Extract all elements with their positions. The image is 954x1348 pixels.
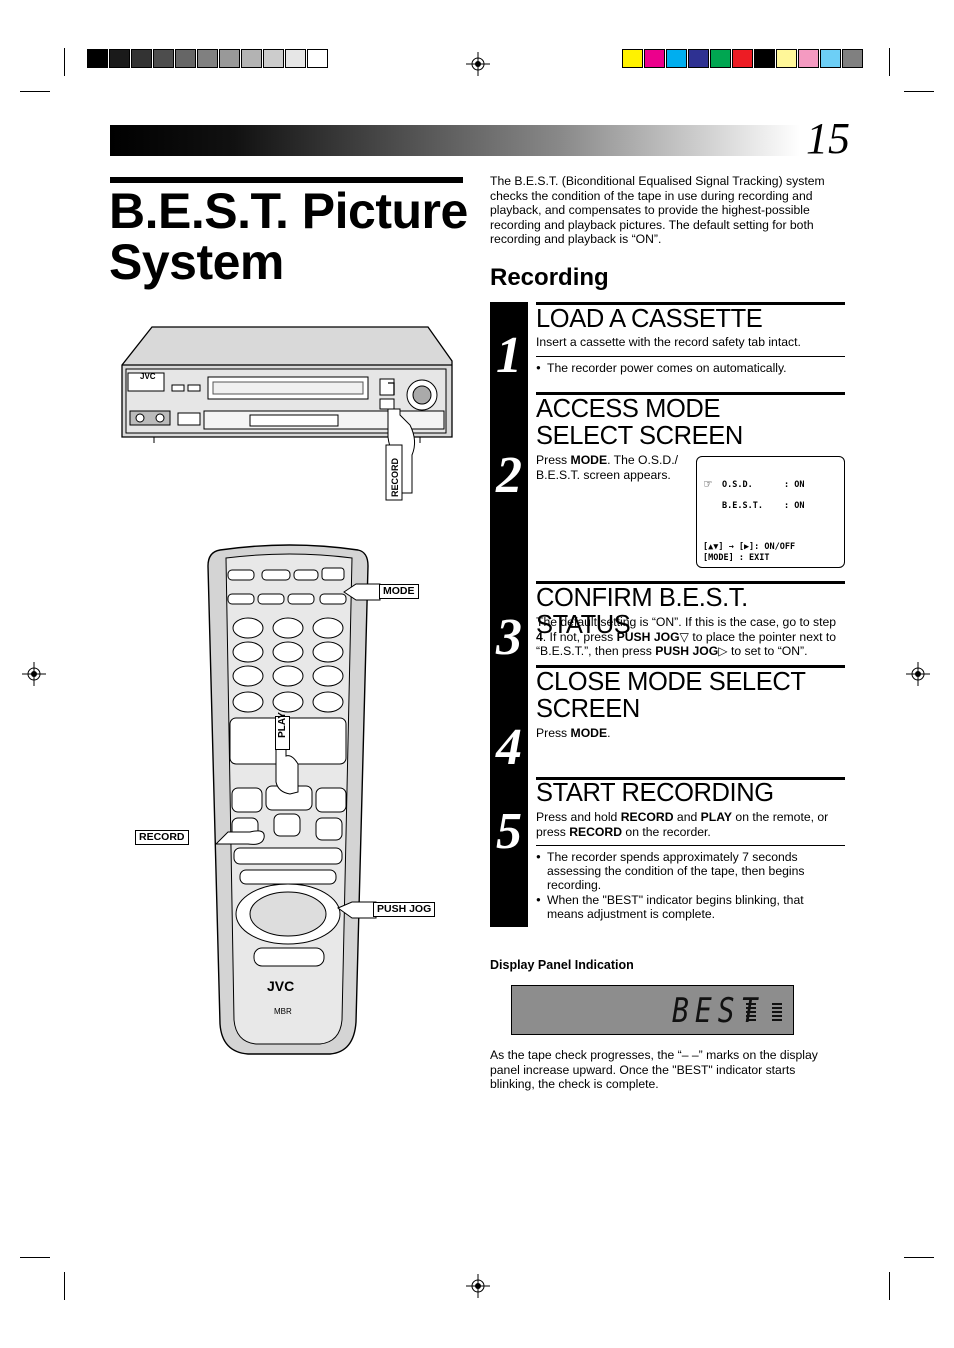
step-number: 1 xyxy=(496,327,522,384)
calibration-swatch xyxy=(87,49,108,68)
display-panel: BEST xyxy=(511,985,794,1035)
calibration-swatch xyxy=(153,49,174,68)
display-panel-label: Display Panel Indication xyxy=(490,958,634,972)
calibration-swatch xyxy=(307,49,328,68)
calibration-swatch xyxy=(732,49,753,68)
step-rule xyxy=(536,581,845,584)
crop-mark xyxy=(889,1272,890,1300)
calibration-swatch xyxy=(285,49,306,68)
remote-jvc-logo: JVC xyxy=(267,978,294,994)
step-title: START RECORDING xyxy=(536,779,774,807)
calibration-swatch xyxy=(666,49,687,68)
step-title: CLOSE MODE SELECT SCREEN xyxy=(536,668,806,723)
crop-mark xyxy=(64,1272,65,1300)
push-jog-callout: PUSH JOG xyxy=(373,902,436,917)
step-number: 4 xyxy=(496,719,522,776)
step-title: LOAD A CASSETTE xyxy=(536,305,763,333)
vcr-record-callout: RECORD xyxy=(390,457,400,497)
step-divider xyxy=(536,845,845,846)
crop-mark xyxy=(889,48,890,76)
step-bullet: When the "BEST" indicator begins blinkin… xyxy=(536,893,836,921)
step-number: 5 xyxy=(496,803,522,860)
play-callout: PLAY xyxy=(275,712,290,750)
jvc-logo: JVC xyxy=(140,372,156,381)
calibration-swatch xyxy=(197,49,218,68)
display-best-text: BEST xyxy=(672,990,764,1031)
step-body: Press and hold RECORD and PLAY on the re… xyxy=(536,810,829,839)
calibration-swatch xyxy=(219,49,240,68)
registration-mark-icon xyxy=(22,662,46,686)
step-number: 3 xyxy=(496,609,522,666)
step-number: 2 xyxy=(496,447,522,504)
remote-mbr-logo: MBR xyxy=(274,1007,292,1016)
osd-screen: ☞ O.S.D. : ON B.E.S.T. : ON [▲▼] → [▶]: … xyxy=(696,456,845,568)
calibration-swatch xyxy=(776,49,797,68)
crop-mark xyxy=(64,48,65,76)
page-title: B.E.S.T. Picture System xyxy=(109,183,468,290)
calibration-swatch xyxy=(820,49,841,68)
crop-mark xyxy=(20,1257,50,1258)
step-bullet: The recorder power comes on automaticall… xyxy=(536,361,836,375)
calibration-swatch xyxy=(798,49,819,68)
calibration-swatch xyxy=(754,49,775,68)
calibration-swatch xyxy=(241,49,262,68)
header-gradient-bar xyxy=(110,125,800,156)
closing-paragraph: As the tape check progresses, the “– –” … xyxy=(490,1048,818,1091)
pointer-icon: ☞ xyxy=(704,477,712,492)
calibration-swatch xyxy=(175,49,196,68)
registration-mark-icon xyxy=(466,1274,490,1298)
crop-mark xyxy=(904,91,934,92)
calibration-swatch xyxy=(688,49,709,68)
crop-mark xyxy=(904,1257,934,1258)
step-title: ACCESS MODE SELECT SCREEN xyxy=(536,395,743,450)
calibration-swatch xyxy=(622,49,643,68)
step-body: Press MODE. xyxy=(536,726,611,740)
step-bullet: The recorder spends approximately 7 seco… xyxy=(536,850,836,892)
vcr-illustration: JVC RECORD xyxy=(121,326,453,501)
title-rule xyxy=(110,177,463,183)
step-rule xyxy=(536,777,845,780)
page-number: 15 xyxy=(806,114,850,163)
registration-mark-icon xyxy=(466,52,490,76)
step-body: The default setting is “ON”. If this is … xyxy=(536,615,837,658)
calibration-swatch xyxy=(109,49,130,68)
step-title: CONFIRM B.E.S.T. STATUS xyxy=(536,584,748,639)
step-number-bar xyxy=(490,302,528,927)
step-rule xyxy=(536,302,845,305)
tape-check-marks-icon xyxy=(746,1003,782,1021)
calibration-swatch xyxy=(842,49,863,68)
step-rule xyxy=(536,392,845,395)
calibration-swatch xyxy=(263,49,284,68)
registration-mark-icon xyxy=(906,662,930,686)
step-body: Insert a cassette with the record safety… xyxy=(536,335,801,349)
intro-paragraph: The B.E.S.T. (Biconditional Equalised Si… xyxy=(490,174,825,246)
remote-illustration: JVC MBR xyxy=(207,544,381,1055)
section-heading: Recording xyxy=(490,264,609,291)
record-callout: RECORD xyxy=(135,830,189,845)
step-body: Press MODE. The O.S.D./ B.E.S.T. screen … xyxy=(536,453,679,482)
step-rule xyxy=(536,665,845,668)
step-divider xyxy=(536,356,845,357)
calibration-swatch xyxy=(131,49,152,68)
mode-callout: MODE xyxy=(379,584,419,599)
calibration-swatch xyxy=(644,49,665,68)
crop-mark xyxy=(20,91,50,92)
calibration-swatch xyxy=(710,49,731,68)
